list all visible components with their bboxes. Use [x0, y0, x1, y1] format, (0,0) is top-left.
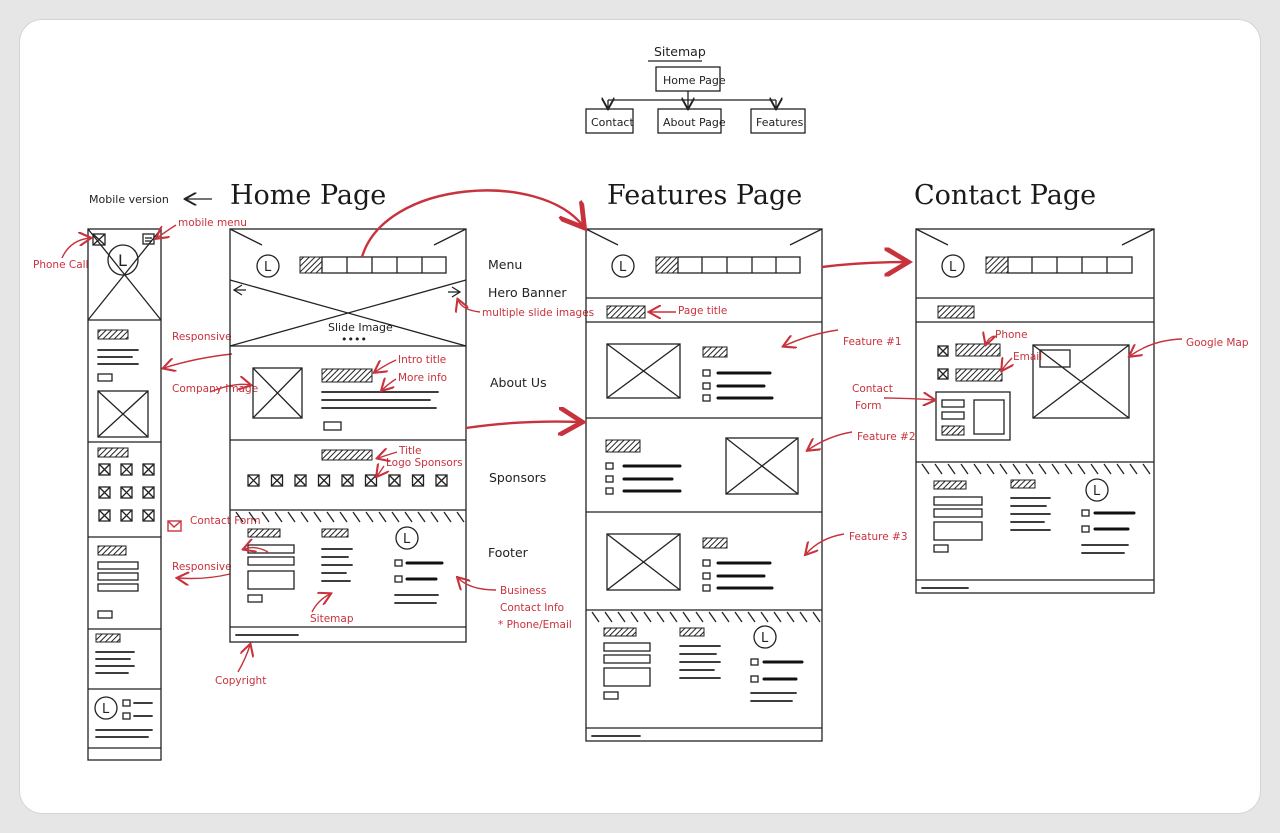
contact-logo-letter: L: [949, 260, 957, 275]
sitemap-child-features: Features: [756, 116, 804, 129]
note-more-info: More info: [398, 372, 447, 384]
section-label-hero: Hero Banner: [488, 285, 567, 300]
note-feature-3: Feature #3: [849, 531, 908, 543]
note-contact: Contact: [852, 383, 893, 395]
note-phone: Phone: [995, 329, 1028, 341]
section-label-sponsors: Sponsors: [489, 470, 546, 485]
arrow-about-to-features: [465, 422, 580, 428]
note-email: Email: [1013, 351, 1042, 363]
contact-footer-logo-letter: L: [1093, 484, 1101, 499]
home-wireframe: L Slide Image •••• L: [229, 228, 467, 643]
note-sitemap: Sitemap: [310, 613, 354, 625]
sitemap-title: Sitemap: [654, 44, 706, 59]
note-form: Form: [855, 400, 881, 412]
arrow-menu-to-features: [360, 189, 583, 258]
note-logo-sponsors: Logo Sponsors: [386, 457, 463, 469]
mobile-logo-letter: L: [118, 251, 127, 270]
arrow-features-to-contact: [821, 262, 906, 267]
features-wireframe: L L: [585, 228, 823, 742]
note-feature-2: Feature #2: [857, 431, 916, 443]
note-phone-call: Phone Call: [33, 259, 88, 271]
note-copyright: Copyright: [215, 675, 266, 687]
mobile-wireframe: L L: [87, 228, 162, 761]
note-feature-1: Feature #1: [843, 336, 902, 348]
note-multiple-slide: multiple slide images: [482, 307, 594, 319]
note-contact-form-mobile: Contact Form: [190, 515, 261, 527]
section-label-about: About Us: [490, 375, 547, 390]
sitemap-root: Home Page: [663, 74, 726, 87]
wireframe-sheet: [20, 20, 1260, 813]
section-label-footer: Footer: [488, 545, 529, 560]
features-footer-logo-letter: L: [761, 631, 769, 646]
section-label-menu: Menu: [488, 257, 522, 272]
sitemap-tree: Sitemap Home Page Contact About Page Fea…: [585, 44, 806, 134]
sitemap-child-about: About Page: [663, 116, 726, 129]
sitemap-child-contact: Contact: [591, 116, 634, 129]
note-intro-title: Intro title: [398, 354, 446, 366]
mobile-version-title: Mobile version: [89, 193, 169, 206]
mobile-footer-logo-letter: L: [102, 702, 110, 717]
home-logo-letter: L: [264, 260, 272, 275]
features-logo-letter: L: [619, 260, 627, 275]
features-page-title: Features Page: [607, 180, 802, 211]
home-slide-dots: ••••: [341, 333, 367, 346]
contact-wireframe: L L: [915, 228, 1155, 594]
note-page-title: Page title: [678, 305, 727, 317]
note-company-image: Company Image: [172, 383, 258, 395]
contact-page-title: Contact Page: [914, 180, 1096, 211]
note-phone-email: * Phone/Email: [498, 619, 572, 631]
note-responsive-top: Responsive: [172, 331, 232, 343]
home-footer-logo-letter: L: [403, 532, 411, 547]
note-contact-info: Contact Info: [500, 602, 564, 614]
note-title: Title: [398, 445, 422, 457]
home-slide-image-label: Slide Image: [328, 321, 393, 334]
home-page-title: Home Page: [230, 180, 386, 211]
note-mobile-menu: mobile menu: [178, 217, 247, 229]
note-business: Business: [500, 585, 546, 597]
note-responsive-bottom: Responsive: [172, 561, 232, 573]
note-google-map: Google Map: [1186, 337, 1249, 349]
